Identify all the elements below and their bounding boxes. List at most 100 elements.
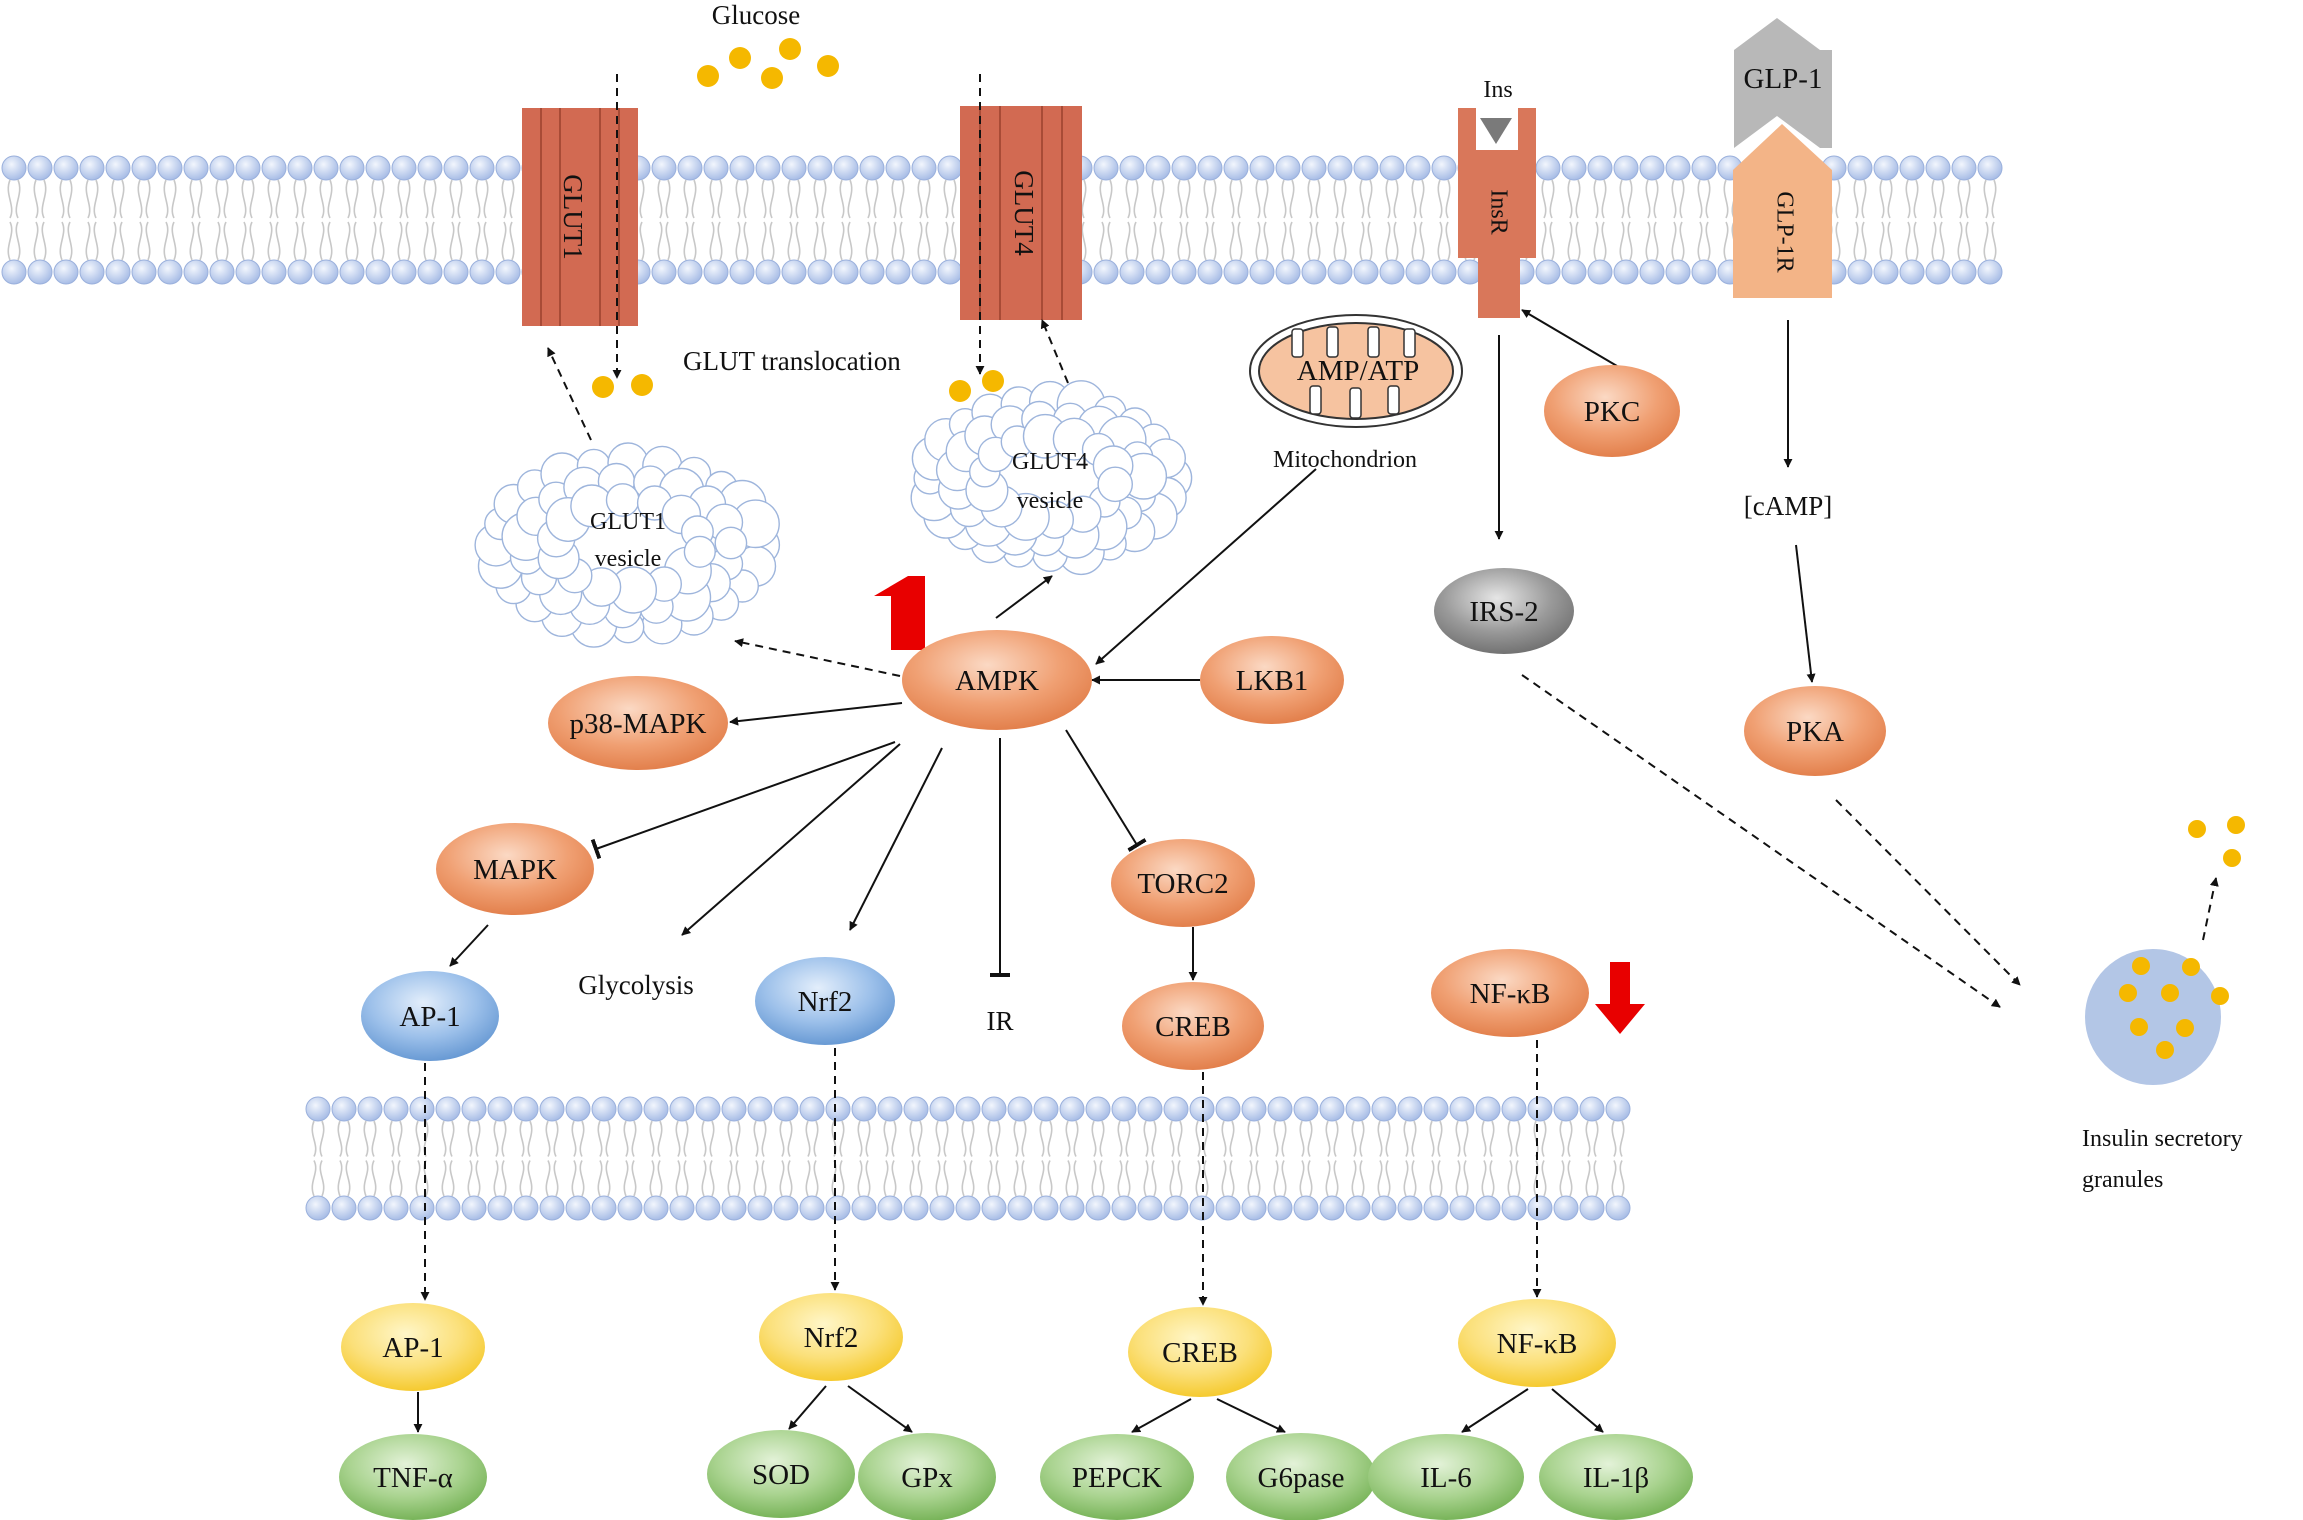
node-il1b: IL-1β	[1539, 1434, 1693, 1520]
insulin-receptor: InsR	[1458, 108, 1536, 318]
node-pepck-label: PEPCK	[1072, 1462, 1162, 1494]
glut4-vesicle-to-glut4-arrow	[1040, 319, 1069, 384]
pathway-edges	[413, 74, 2219, 1433]
glut1-vesicle-to-glut1-arrow	[547, 347, 592, 441]
glut4-label: GLUT4	[1009, 170, 1039, 256]
ins-label: Ins	[1483, 77, 1512, 103]
glut4-vesicle-label-line2: vesicle	[1017, 488, 1084, 514]
node-sod-label: SOD	[752, 1459, 810, 1491]
camp-to-pka-arrow	[1795, 544, 1816, 683]
creb-to-pepck-arrow	[1131, 1398, 1192, 1433]
ampk-to-glut4-vesicle-arrow	[995, 575, 1053, 619]
glut1-transporter: GLUT1	[522, 108, 638, 326]
down-regulation-arrow	[1595, 962, 1645, 1034]
node-gpx: GPx	[858, 1433, 996, 1520]
lipid-heads	[305, 1096, 1631, 1221]
node-g6pase-label: G6pase	[1258, 1462, 1345, 1494]
node-pkc: PKC	[1544, 365, 1680, 457]
node-nfkb-cytoplasm-label: NF-κB	[1470, 978, 1551, 1010]
node-pkc-label: PKC	[1584, 396, 1640, 428]
mitochondrion: AMP/ATP	[1249, 314, 1463, 428]
node-nfkb-cytoplasm: NF-κB	[1431, 949, 1589, 1037]
mapk-to-ap1-arrow	[449, 924, 489, 967]
node-ampk: AMPK	[902, 630, 1092, 730]
node-sod: SOD	[707, 1430, 855, 1518]
granules-label-line2: granules	[2082, 1167, 2163, 1193]
ampk-to-glycolysis-arrow	[681, 743, 901, 936]
node-torc2-label: TORC2	[1137, 868, 1228, 900]
node-ap1-cytoplasm: AP-1	[361, 971, 499, 1061]
node-irs2-label: IRS-2	[1469, 596, 1538, 628]
nfkb-to-il1b-arrow	[1551, 1388, 1604, 1433]
node-creb-nucleus-label: CREB	[1162, 1337, 1238, 1369]
node-ap1-nucleus: AP-1	[341, 1303, 485, 1391]
node-il6: IL-6	[1368, 1434, 1524, 1520]
camp-label: [cAMP]	[1744, 491, 1833, 521]
node-ap1-cytoplasm-label: AP-1	[399, 1001, 460, 1033]
lipid-tails	[311, 1120, 1625, 1197]
glp1r-label: GLP-1R	[1771, 191, 1797, 272]
node-tnf-alpha: TNF-α	[339, 1434, 487, 1520]
node-nrf2-nucleus: Nrf2	[759, 1293, 903, 1381]
insr-label: InsR	[1485, 189, 1511, 234]
glut4-vesicle-label-line1: GLUT4	[1012, 449, 1088, 475]
glp1-label: GLP-1	[1744, 63, 1823, 95]
node-nrf2-nucleus-label: Nrf2	[804, 1322, 859, 1354]
node-pepck: PEPCK	[1040, 1434, 1194, 1520]
pkc-to-insr-arrow	[1521, 309, 1618, 367]
node-gpx-label: GPx	[901, 1462, 953, 1494]
mitochondrion-label: Mitochondrion	[1273, 447, 1417, 473]
node-nfkb-nucleus-label: NF-κB	[1497, 1328, 1578, 1360]
node-nrf2-cytoplasm-label: Nrf2	[798, 986, 853, 1018]
glp1-ligand: GLP-1	[1734, 18, 1832, 148]
creb-to-g6pase-arrow	[1216, 1398, 1286, 1433]
node-creb-nucleus: CREB	[1128, 1307, 1272, 1397]
node-pka: PKA	[1744, 686, 1886, 776]
nfkb-to-il6-arrow	[1461, 1388, 1529, 1433]
glut1-vesicle-label-line1: GLUT1	[590, 509, 666, 535]
ampk-inhibits-torc2	[1065, 729, 1147, 852]
node-ampk-label: AMPK	[955, 665, 1039, 697]
node-lkb1: LKB1	[1200, 636, 1344, 724]
node-tnf-alpha-label: TNF-α	[373, 1462, 453, 1494]
glut1-label: GLUT1	[558, 174, 588, 259]
glp1-receptor: GLP-1R	[1733, 124, 1832, 298]
ampk-inhibits-mapk	[590, 741, 896, 860]
node-pka-label: PKA	[1786, 716, 1844, 748]
granules-label-line1: Insulin secretory	[2082, 1126, 2243, 1152]
ampk-to-p38mapk-arrow	[729, 702, 903, 726]
glycolysis-label: Glycolysis	[578, 970, 694, 1000]
glut-translocation-label: GLUT translocation	[683, 346, 901, 376]
node-mapk-label: MAPK	[473, 854, 557, 886]
glut1-vesicle	[474, 442, 781, 648]
nrf2-to-sod-arrow	[788, 1385, 827, 1430]
ir-label: IR	[987, 1006, 1014, 1036]
mitochondrion-to-ampk-arrow	[1095, 468, 1317, 665]
glut1-vesicle-label-line2: vesicle	[595, 546, 662, 572]
insulin-secretory-granule	[2085, 816, 2245, 1085]
glucose-label: Glucose	[712, 0, 800, 30]
nuclear-membrane	[305, 1096, 1631, 1221]
node-ap1-nucleus-label: AP-1	[382, 1332, 443, 1364]
pka-to-granules-arrow	[1835, 799, 2021, 986]
node-nrf2-cytoplasm: Nrf2	[755, 957, 895, 1045]
nrf2-to-gpx-arrow	[847, 1385, 913, 1433]
node-il1b-label: IL-1β	[1583, 1462, 1649, 1494]
node-torc2: TORC2	[1111, 839, 1255, 927]
ampk-to-glut1-vesicle-arrow	[734, 638, 901, 677]
node-p38-mapk: p38-MAPK	[548, 676, 728, 770]
glut4-vesicle	[910, 380, 1193, 576]
glut4-transporter: GLUT4	[960, 106, 1082, 320]
node-creb-cytoplasm-label: CREB	[1155, 1011, 1231, 1043]
ampk-to-nrf2-arrow	[849, 747, 943, 931]
node-nfkb-nucleus: NF-κB	[1458, 1299, 1616, 1387]
node-il6-label: IL-6	[1420, 1462, 1472, 1494]
node-p38-mapk-label: p38-MAPK	[570, 708, 707, 740]
amp-atp-label: AMP/ATP	[1297, 355, 1420, 387]
node-creb-cytoplasm: CREB	[1122, 982, 1264, 1070]
node-irs2: IRS-2	[1434, 568, 1574, 654]
node-mapk: MAPK	[436, 823, 594, 915]
node-lkb1-label: LKB1	[1236, 665, 1309, 697]
